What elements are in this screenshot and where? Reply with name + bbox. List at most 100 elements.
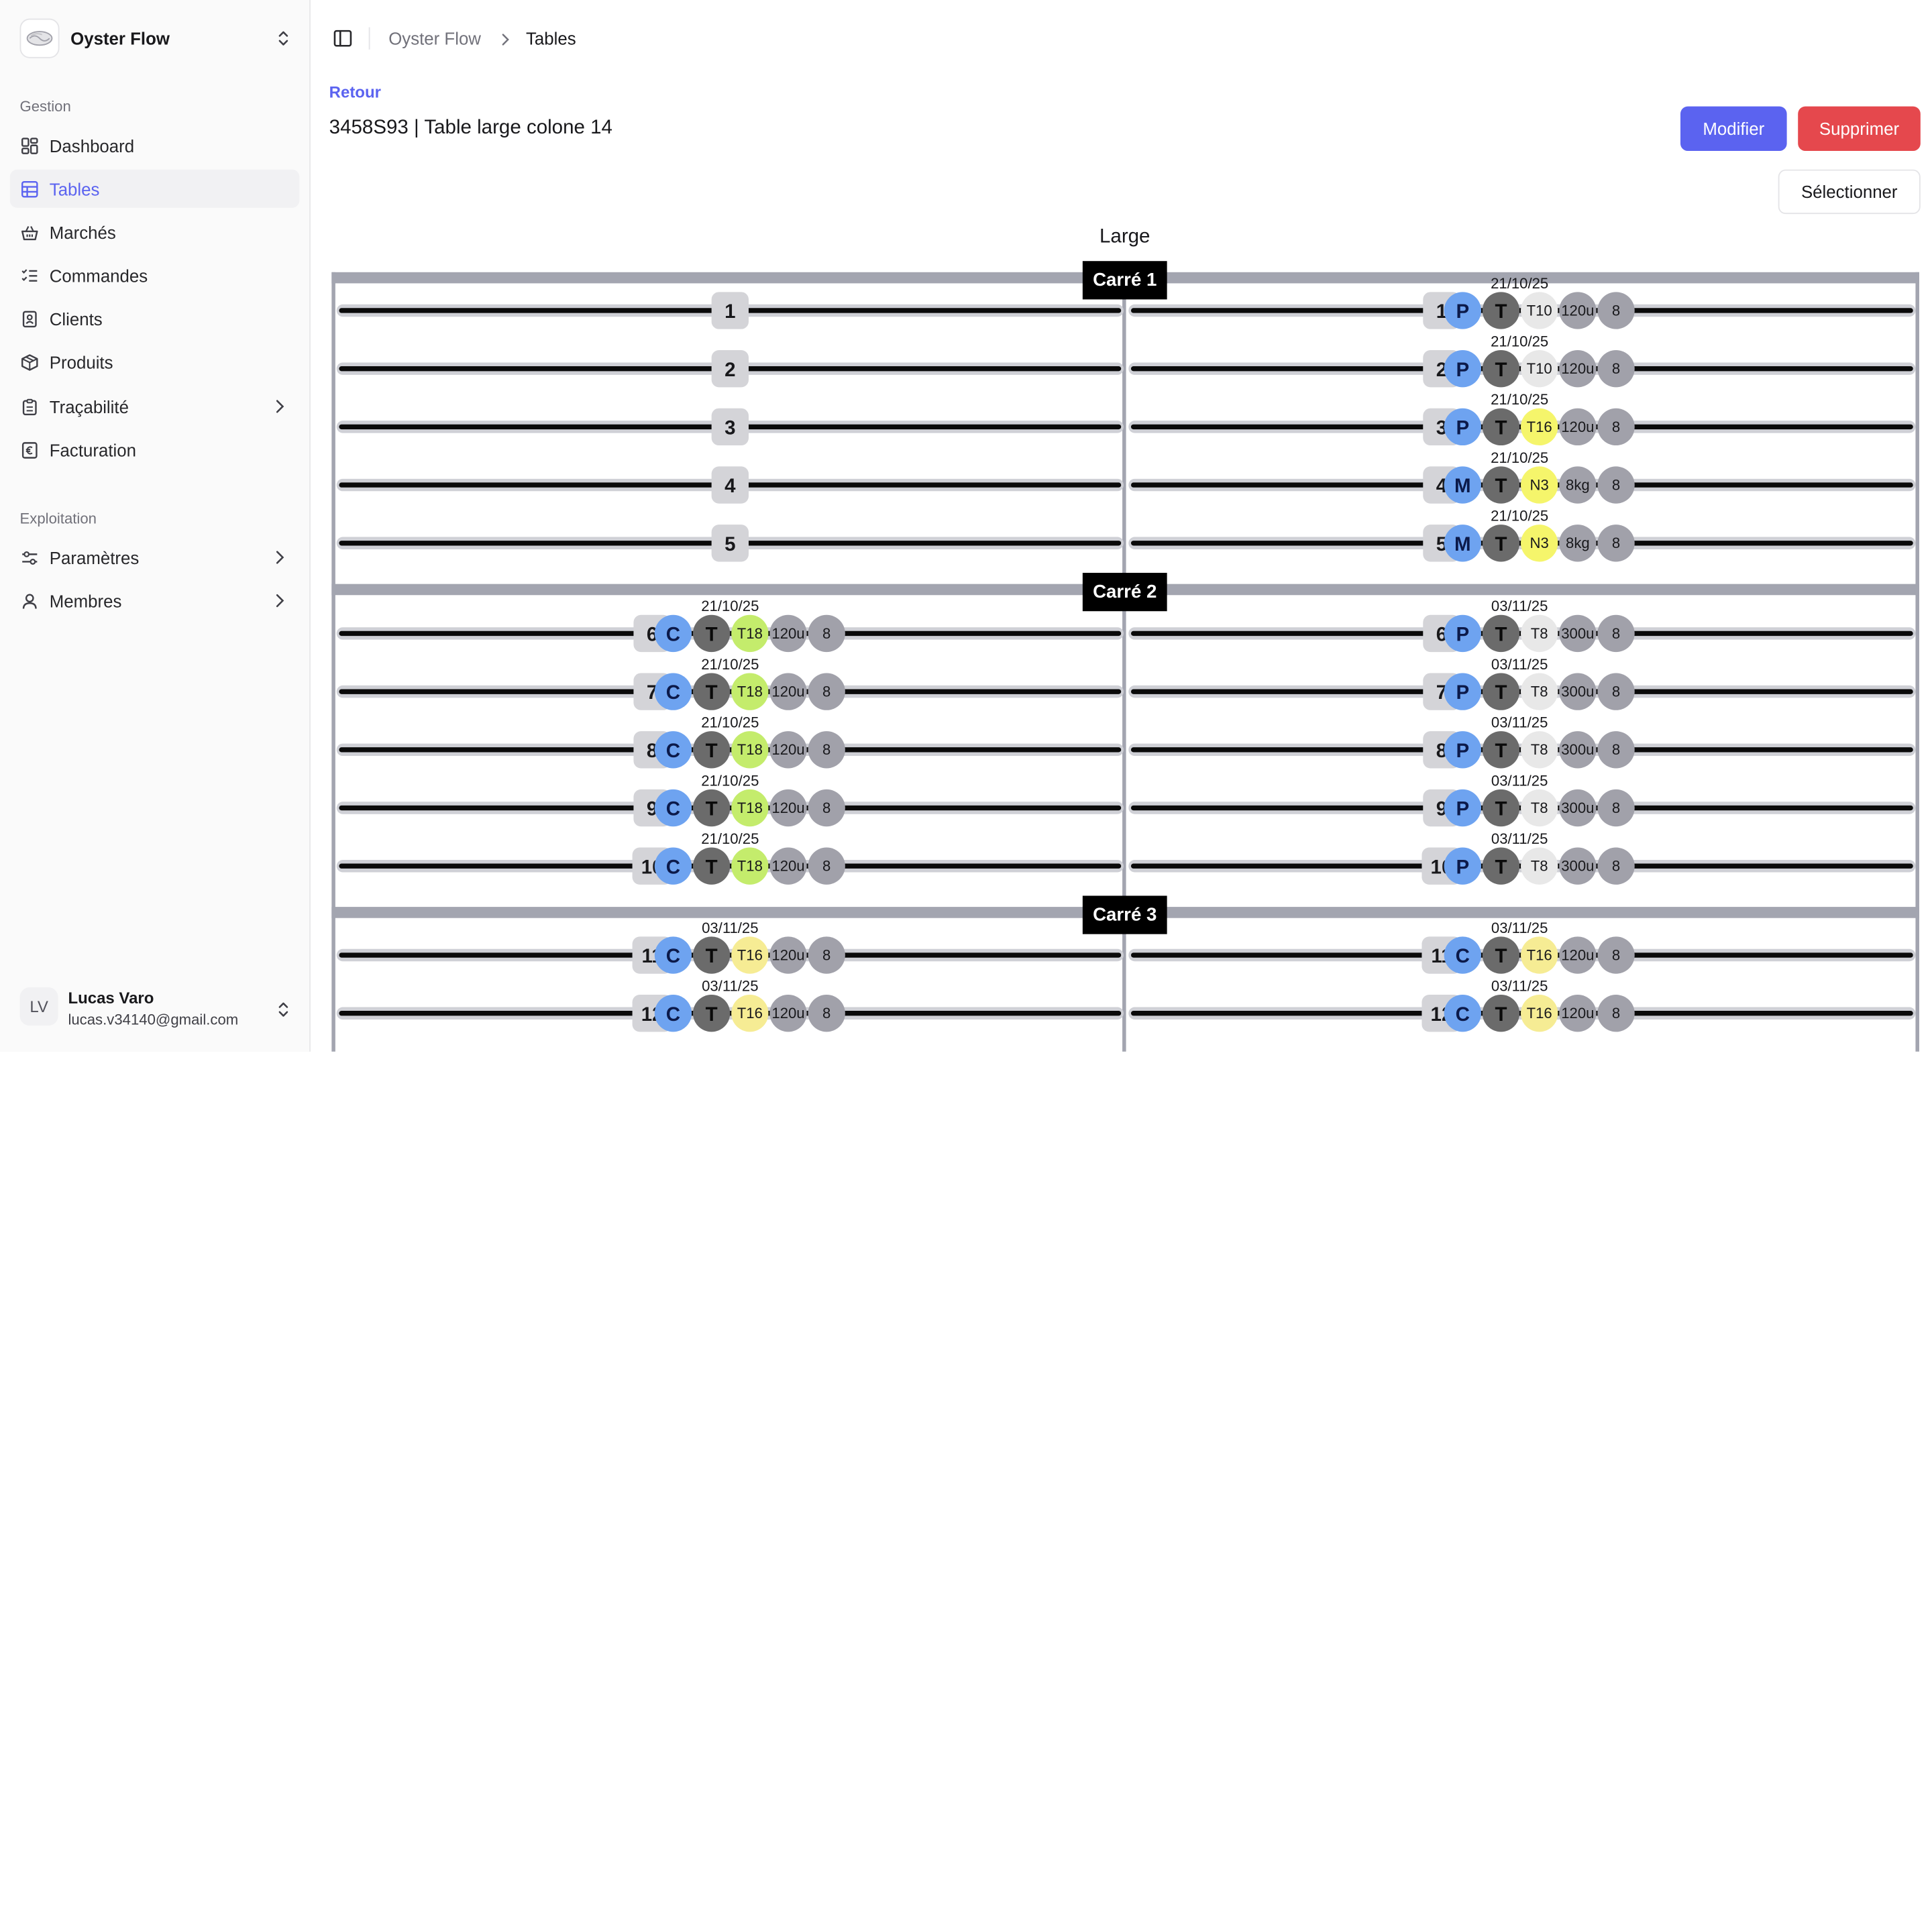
- batch-status-badge[interactable]: [1482, 525, 1520, 562]
- batch-status-badge[interactable]: [692, 614, 731, 653]
- batch-type-badge[interactable]: [654, 731, 692, 769]
- batch-status-badge[interactable]: [1482, 614, 1520, 653]
- batch-status-badge[interactable]: [692, 847, 731, 885]
- batch-quantity-badge[interactable]: [769, 614, 807, 653]
- batch-status-badge[interactable]: [1482, 731, 1520, 769]
- batch-count-badge[interactable]: [1597, 466, 1635, 504]
- batch-size-badge[interactable]: [1521, 936, 1558, 974]
- batch-status-badge[interactable]: [692, 789, 731, 827]
- batch-quantity-badge[interactable]: [769, 847, 807, 885]
- back-link[interactable]: Retour: [329, 82, 381, 102]
- batch-quantity-badge[interactable]: [1559, 408, 1597, 446]
- batch-count-badge[interactable]: [808, 673, 845, 710]
- batch-size-badge[interactable]: [1521, 789, 1558, 827]
- batch-quantity-badge[interactable]: [769, 673, 807, 710]
- sidebar-item-membres[interactable]: Membres: [10, 582, 300, 620]
- user-menu[interactable]: LV Lucas Varo lucas.v34140@gmail.com: [19, 987, 300, 1032]
- batch-status-badge[interactable]: [1482, 408, 1520, 446]
- slot-number-box[interactable]: [711, 292, 749, 329]
- sidebar-toggle-icon[interactable]: [333, 28, 353, 48]
- batch-count-badge[interactable]: [808, 847, 845, 885]
- batch-count-badge[interactable]: [808, 995, 845, 1032]
- batch-count-badge[interactable]: [1597, 789, 1635, 827]
- batch-count-badge[interactable]: [808, 614, 845, 653]
- batch-count-badge[interactable]: [1597, 408, 1635, 446]
- batch-status-badge[interactable]: [1482, 789, 1520, 827]
- batch-count-badge[interactable]: [808, 731, 845, 769]
- slot-number-box[interactable]: [711, 408, 749, 446]
- select-button[interactable]: Sélectionner: [1778, 169, 1921, 215]
- batch-status-badge[interactable]: [692, 995, 731, 1032]
- sidebar-item-tracabilite[interactable]: Traçabilité: [10, 387, 300, 425]
- batch-status-badge[interactable]: [1482, 995, 1520, 1032]
- batch-count-badge[interactable]: [1597, 614, 1635, 653]
- batch-quantity-badge[interactable]: [1559, 995, 1597, 1032]
- batch-type-badge[interactable]: [1444, 525, 1481, 562]
- batch-status-badge[interactable]: [692, 936, 731, 974]
- delete-button[interactable]: Supprimer: [1798, 106, 1921, 152]
- batch-count-badge[interactable]: [1597, 292, 1635, 329]
- batch-quantity-badge[interactable]: [1559, 292, 1597, 329]
- batch-size-badge[interactable]: [1521, 292, 1558, 329]
- batch-type-badge[interactable]: [654, 614, 692, 653]
- breadcrumb-root[interactable]: Oyster Flow: [388, 28, 481, 48]
- batch-count-badge[interactable]: [1597, 350, 1635, 388]
- batch-count-badge[interactable]: [808, 936, 845, 974]
- batch-quantity-badge[interactable]: [1559, 936, 1597, 974]
- batch-type-badge[interactable]: [1444, 466, 1481, 504]
- batch-count-badge[interactable]: [1597, 995, 1635, 1032]
- batch-count-badge[interactable]: [1597, 673, 1635, 710]
- batch-type-badge[interactable]: [654, 789, 692, 827]
- batch-type-badge[interactable]: [1444, 995, 1481, 1032]
- batch-quantity-badge[interactable]: [1559, 673, 1597, 710]
- batch-count-badge[interactable]: [1597, 525, 1635, 562]
- batch-quantity-badge[interactable]: [769, 995, 807, 1032]
- batch-status-badge[interactable]: [692, 731, 731, 769]
- batch-count-badge[interactable]: [1597, 936, 1635, 974]
- batch-quantity-badge[interactable]: [769, 731, 807, 769]
- batch-size-badge[interactable]: [1521, 995, 1558, 1032]
- batch-type-badge[interactable]: [1444, 614, 1481, 653]
- batch-type-badge[interactable]: [1444, 408, 1481, 446]
- batch-type-badge[interactable]: [1444, 731, 1481, 769]
- batch-quantity-badge[interactable]: [1559, 350, 1597, 388]
- batch-size-badge[interactable]: [1521, 466, 1558, 504]
- batch-quantity-badge[interactable]: [1559, 731, 1597, 769]
- batch-quantity-badge[interactable]: [769, 936, 807, 974]
- sidebar-item-facturation[interactable]: Facturation: [10, 431, 300, 469]
- batch-type-badge[interactable]: [1444, 292, 1481, 329]
- batch-quantity-badge[interactable]: [1559, 466, 1597, 504]
- batch-size-badge[interactable]: [731, 731, 769, 769]
- batch-status-badge[interactable]: [1482, 466, 1520, 504]
- sidebar-item-commandes[interactable]: Commandes: [10, 256, 300, 294]
- batch-count-badge[interactable]: [1597, 847, 1635, 885]
- batch-quantity-badge[interactable]: [1559, 614, 1597, 653]
- batch-size-badge[interactable]: [731, 995, 769, 1032]
- batch-status-badge[interactable]: [1482, 936, 1520, 974]
- batch-size-badge[interactable]: [731, 673, 769, 710]
- batch-type-badge[interactable]: [1444, 350, 1481, 388]
- sidebar-item-dashboard[interactable]: Dashboard: [10, 126, 300, 164]
- batch-type-badge[interactable]: [654, 936, 692, 974]
- batch-type-badge[interactable]: [654, 673, 692, 710]
- batch-quantity-badge[interactable]: [1559, 789, 1597, 827]
- slot-number-box[interactable]: [711, 525, 749, 562]
- batch-type-badge[interactable]: [1444, 789, 1481, 827]
- batch-size-badge[interactable]: [731, 614, 769, 653]
- batch-size-badge[interactable]: [1521, 731, 1558, 769]
- slot-number-box[interactable]: [711, 466, 749, 504]
- batch-size-badge[interactable]: [731, 936, 769, 974]
- sidebar-item-produits[interactable]: Produits: [10, 343, 300, 381]
- batch-status-badge[interactable]: [1482, 847, 1520, 885]
- batch-type-badge[interactable]: [1444, 847, 1481, 885]
- modify-button[interactable]: Modifier: [1680, 106, 1787, 152]
- batch-size-badge[interactable]: [731, 789, 769, 827]
- sidebar-item-marches[interactable]: Marchés: [10, 213, 300, 251]
- batch-size-badge[interactable]: [1521, 350, 1558, 388]
- batch-status-badge[interactable]: [1482, 292, 1520, 329]
- batch-quantity-badge[interactable]: [1559, 847, 1597, 885]
- batch-size-badge[interactable]: [1521, 408, 1558, 446]
- batch-quantity-badge[interactable]: [1559, 525, 1597, 562]
- slot-number-box[interactable]: [711, 350, 749, 388]
- app-switcher[interactable]: Oyster Flow: [19, 18, 305, 58]
